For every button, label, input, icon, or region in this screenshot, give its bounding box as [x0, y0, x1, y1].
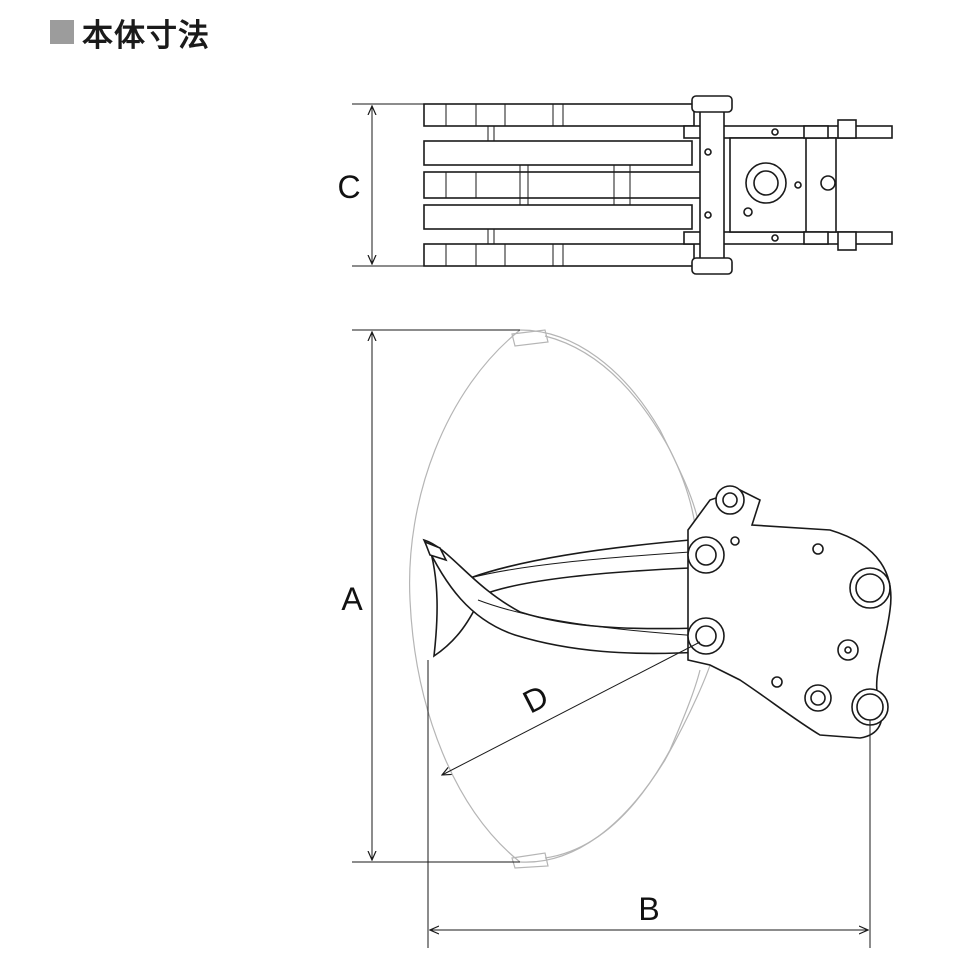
dimension-c-label: C	[337, 169, 360, 205]
top-view: C	[337, 95, 893, 275]
rotator-body	[687, 485, 892, 739]
dimension-b: B	[427, 660, 871, 948]
dimension-a: A	[341, 329, 520, 863]
section-header: 本体寸法	[50, 14, 210, 54]
open-jaw-outline	[408, 329, 716, 869]
top-view-head	[683, 95, 893, 275]
dimension-a-label: A	[341, 581, 363, 617]
header-square-icon	[50, 20, 74, 44]
dimension-d: D	[442, 641, 701, 775]
side-view: A B D	[341, 329, 892, 948]
dimension-b-label: B	[638, 891, 659, 927]
dimension-d-label: D	[517, 678, 554, 721]
page-title: 本体寸法	[82, 17, 210, 54]
top-view-tines	[423, 103, 715, 267]
dimension-c: C	[337, 103, 424, 267]
